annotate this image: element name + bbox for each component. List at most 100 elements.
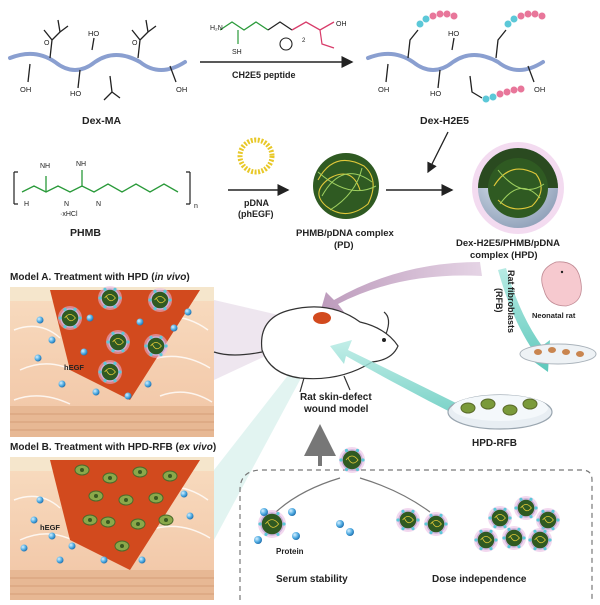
model-a-hpd-particles <box>58 286 172 384</box>
dex-h2e5-label: Dex-H2E5 <box>420 115 469 127</box>
dex-to-hpd-arrow <box>427 131 449 174</box>
hpd-particle <box>98 286 122 310</box>
protein-bead <box>336 520 344 528</box>
pd-complex <box>313 153 379 219</box>
hegf-bead <box>100 556 108 564</box>
hpd-rfb-cell <box>130 518 146 530</box>
hpd-rfb-label: HPD-RFB <box>472 438 517 449</box>
peptide-chain-2 <box>504 10 546 28</box>
hegf-bead <box>48 532 56 540</box>
model-b-fibroblasts <box>74 464 178 552</box>
central-hpd-particle <box>339 447 365 473</box>
model-b-title: Model B. Treatment with HPD-RFB (ex vivo… <box>10 442 216 453</box>
hpd-particle <box>148 288 172 312</box>
hpd-rfb-cell <box>102 472 118 484</box>
dex-h2e5-ho-1: HO <box>430 89 441 98</box>
phmb-xhcl-label: ·xHCl <box>60 211 78 218</box>
dex-h2e5-oh-1: OH <box>378 85 389 94</box>
hpd-particle <box>58 306 82 330</box>
pd-label-line1: PHMB/pDNA complex <box>296 228 395 239</box>
hegf-bead <box>68 542 76 550</box>
hpd-rfb-cell <box>88 490 104 502</box>
phmb-n-2: N <box>96 201 101 208</box>
wound-model-line1: Rat skin-defect <box>300 392 372 403</box>
model-a-title-italic: in vivo <box>155 272 187 283</box>
hegf-bead <box>20 544 28 552</box>
neonatal-rat <box>541 261 582 307</box>
small-culture-dish <box>519 343 597 365</box>
pd-label-line2: (PD) <box>334 240 354 251</box>
hegf-bead <box>58 380 66 388</box>
phmb-n-1: N <box>64 201 69 208</box>
protein-bead <box>254 536 262 544</box>
hegf-bead <box>144 380 152 388</box>
hegf-bead <box>124 392 132 400</box>
dose-hpd-particle <box>474 528 498 552</box>
hpd-rfb-cell <box>100 516 116 528</box>
wound-model-line2: wound model <box>303 404 369 415</box>
hegf-bead <box>186 512 194 520</box>
phmb-n-subscript: n <box>194 203 198 210</box>
hegf-bead <box>56 556 64 564</box>
hpd-particle <box>144 334 168 358</box>
dex-h2e5-structure: OH HO HO OH Dex-H2E5 <box>366 10 546 127</box>
hegf-bead <box>170 324 178 332</box>
model-a-title: Model A. Treatment with HPD (in vivo) <box>10 272 190 283</box>
hegf-bead <box>80 348 88 356</box>
protein-bead <box>260 508 268 516</box>
hegf-bead <box>48 336 56 344</box>
dose-hpd-particle <box>502 526 526 550</box>
pdna-plasmid <box>237 137 275 175</box>
ho-label-2: HO <box>88 29 99 38</box>
hpd-rfb-cell <box>82 514 98 526</box>
model-b-focus-band <box>214 360 300 540</box>
protein-bead <box>346 528 354 536</box>
serum-hpd-particle <box>258 510 286 538</box>
hpd-rfb-to-rat-arrow <box>330 340 470 420</box>
dex-ma-structure: O O OH HO HO OH Dex-MA <box>8 19 187 127</box>
rfb-label-line1: Rat fibroblasts <box>506 270 516 333</box>
o-label-2: O <box>132 40 138 47</box>
sh-label: SH <box>232 49 242 56</box>
dex-h2e5-oh-2: OH <box>534 85 545 94</box>
hpd-rfb-cell <box>162 470 178 482</box>
peptide-arrow-label: CH2E5 peptide <box>232 70 296 80</box>
hegf-bead <box>34 354 42 362</box>
hpd-rfb-cell <box>148 492 164 504</box>
model-a-title-prefix: Model A. Treatment with HPD ( <box>10 272 155 283</box>
hpd-label-line2: complex (HPD) <box>470 250 538 261</box>
o-label-1: O <box>44 40 50 47</box>
protein-label: Protein <box>276 547 304 556</box>
protein-bead <box>292 532 300 540</box>
ch2e5-peptide-structure: H₂N SH 2 OH <box>210 21 347 56</box>
neonatal-label: Neonatal rat <box>532 311 576 320</box>
bottom-particles <box>258 447 560 552</box>
hpd-rfb-cell <box>132 466 148 478</box>
model-a-title-suffix: ) <box>186 272 189 283</box>
dose-independence-label: Dose independence <box>432 574 527 585</box>
peptide-chain-1 <box>416 10 458 28</box>
hpd-to-rat-arrow <box>318 262 482 320</box>
hegf-bead <box>36 496 44 504</box>
h2n-label: H₂N <box>210 25 223 32</box>
peptide-chain-3 <box>482 85 525 103</box>
hegf-bead <box>136 318 144 326</box>
oh-acid-label: OH <box>336 21 347 28</box>
hpd-particle <box>98 360 122 384</box>
dose-hpd-particle <box>396 508 420 532</box>
rfb-label-line2: (RFB) <box>494 288 504 313</box>
hpd-label-line1: Dex-H2E5/PHMB/pDNA <box>456 238 560 249</box>
bottom-dashed-panel <box>239 469 593 600</box>
peptide-n-label: 2 <box>302 38 306 44</box>
serum-stability-label: Serum stability <box>276 574 348 585</box>
hegf-bead <box>180 490 188 498</box>
oh-label-1: OH <box>20 85 31 94</box>
dose-hpd-particle <box>424 512 448 536</box>
hegf-bead <box>184 308 192 316</box>
hpd-rfb-cell <box>74 464 90 476</box>
dose-hpd-particle <box>536 508 560 532</box>
ho-label-1: HO <box>70 89 81 98</box>
phmb-label: PHMB <box>70 227 101 239</box>
dose-hpd-particle <box>488 506 512 530</box>
